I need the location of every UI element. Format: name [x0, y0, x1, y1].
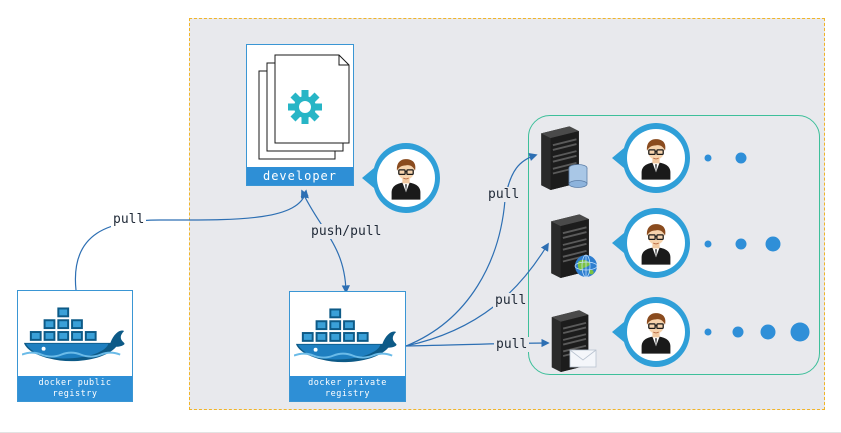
- edge-label-push-pull: push/pull: [309, 224, 384, 239]
- developer-avatar-bubble: [362, 143, 440, 213]
- docker-whale-icon: [294, 307, 398, 364]
- private-registry-label-line2: registry: [325, 389, 370, 399]
- server-cluster-group: [528, 115, 820, 375]
- public-registry-label-line1: docker public: [38, 378, 112, 388]
- developer-label: developer: [247, 167, 353, 185]
- user-avatar-bubble-3: [612, 297, 690, 367]
- edge-developer-private: [301, 189, 351, 294]
- private-registry-label: docker private registry: [290, 376, 405, 401]
- edge-public-to-developer: [74, 189, 309, 291]
- docker-public-registry-node[interactable]: docker public registry: [17, 290, 133, 402]
- edge-label-server2-pull: pull: [493, 293, 529, 308]
- user-avatar-bubble-2: [612, 208, 690, 278]
- database-server-icon[interactable]: [536, 124, 592, 194]
- private-registry-label-line1: docker private: [308, 378, 387, 388]
- user-avatar-bubble-1: [612, 123, 690, 193]
- gear-document-icon: [258, 54, 350, 160]
- edge-private-to-server3: [405, 338, 550, 348]
- public-registry-label: docker public registry: [18, 376, 132, 401]
- public-registry-label-line2: registry: [52, 389, 98, 399]
- mail-server-icon[interactable]: [546, 308, 602, 374]
- docker-whale-icon: [22, 306, 126, 363]
- web-server-icon[interactable]: [546, 212, 606, 282]
- edge-label-public-pull: pull: [111, 212, 147, 227]
- edge-label-server3-pull: pull: [494, 337, 530, 352]
- docker-private-registry-node[interactable]: docker private registry: [289, 291, 406, 402]
- edge-label-server1-pull: pull: [486, 187, 522, 202]
- edge-private-to-server1: [405, 152, 538, 347]
- more-users-dots: [704, 152, 810, 342]
- developer-node[interactable]: developer: [246, 44, 354, 186]
